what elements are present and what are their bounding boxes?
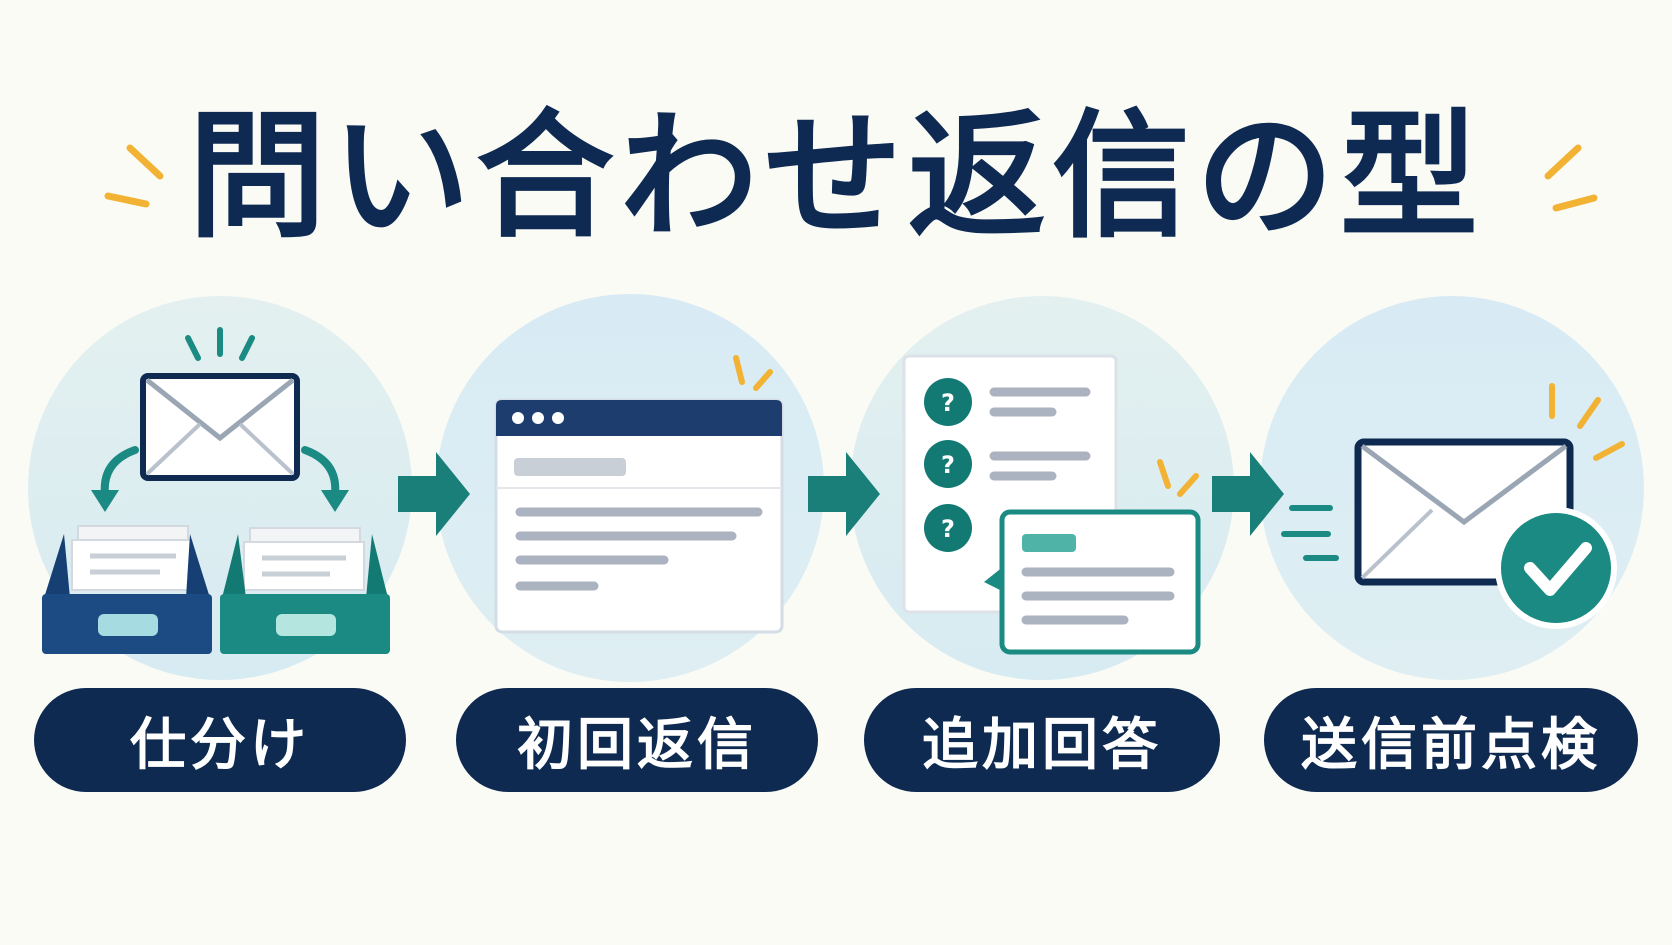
step-label-pre-send-check: 送信前点検 — [1264, 688, 1638, 792]
envelope-check-icon — [1281, 383, 1625, 629]
question-list-answer-icon: ? ? ? — [902, 354, 1201, 655]
title-sparkle-left-icon — [104, 144, 164, 208]
flow-arrow-1-icon — [398, 452, 470, 536]
svg-text:?: ? — [941, 389, 955, 417]
step-label-first-reply: 初回返信 — [456, 688, 818, 792]
envelope-sort-trays-icon — [42, 327, 390, 654]
step-label-sorting: 仕分け — [34, 688, 406, 792]
flow-arrow-3-icon — [1212, 452, 1284, 536]
svg-text:?: ? — [941, 515, 955, 543]
title-sparkle-right-icon — [1544, 144, 1598, 212]
reply-window-icon — [494, 355, 784, 634]
flow-arrow-2-icon — [808, 452, 880, 536]
page-title: 問い合わせ返信の型 — [187, 96, 1484, 257]
svg-text:?: ? — [941, 451, 955, 479]
step-label-additional-answer: 追加回答 — [864, 688, 1220, 792]
